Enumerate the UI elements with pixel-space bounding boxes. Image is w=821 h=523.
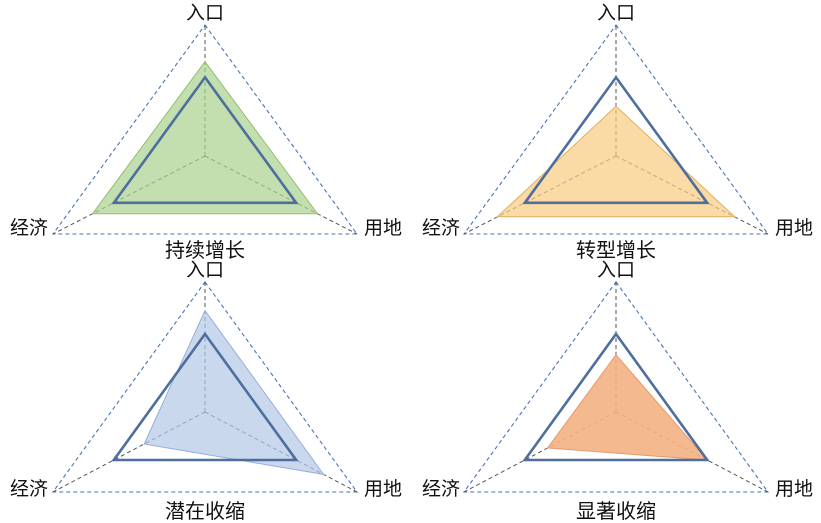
chart-3-axis-label-top: 入口 [186, 259, 224, 281]
chart-4-axis-label-left: 经济 [422, 478, 460, 500]
chart-4-title: 显著收缩 [576, 499, 656, 523]
chart-2-axis-label-left: 经济 [422, 217, 460, 239]
chart-1-axis-label-left: 经济 [10, 217, 48, 239]
chart-3-data [111, 309, 325, 476]
radar-chart-4: 入口 用地 经济 显著收缩 [422, 259, 813, 523]
chart-3-axis-label-left: 经济 [10, 478, 48, 500]
chart-2-series-area [496, 105, 736, 218]
chart-2-axis-label-top: 入口 [597, 2, 635, 24]
chart-1-data [91, 60, 319, 215]
chart-1-series-outline [111, 75, 299, 205]
chart-2-axis-label-right: 用地 [775, 217, 813, 239]
chart-1-axis-label-top: 入口 [186, 2, 224, 24]
radar-chart-1: 入口 用地 经济 持续增长 [10, 2, 402, 262]
chart-2-outer-frame [462, 24, 770, 235]
chart-4-series-outline [522, 331, 710, 462]
chart-2-data [496, 75, 736, 218]
chart-4-axis-label-top: 入口 [597, 259, 635, 281]
chart-3-outer-frame [51, 281, 359, 493]
chart-3-series-area [143, 309, 325, 476]
chart-3-series-outline [111, 331, 299, 462]
chart-3-title: 潜在收缩 [165, 499, 245, 523]
chart-1-axis-label-right: 用地 [364, 217, 402, 239]
chart-2-title: 转型增长 [576, 238, 656, 262]
radar-chart-2: 入口 用地 经济 转型增长 [422, 2, 813, 262]
chart-4-data [522, 331, 710, 462]
chart-4-axis-label-right: 用地 [775, 478, 813, 500]
chart-1-title: 持续增长 [165, 238, 245, 262]
chart-2-series-outline [522, 75, 710, 205]
chart-1-outer-frame [51, 24, 359, 235]
chart-4-series-area [546, 353, 709, 461]
chart-1-series-area [91, 60, 319, 215]
radar-chart-3: 入口 用地 经济 潜在收缩 [10, 259, 402, 523]
chart-3-axis-label-right: 用地 [364, 478, 402, 500]
chart-4-outer-frame [462, 281, 770, 493]
